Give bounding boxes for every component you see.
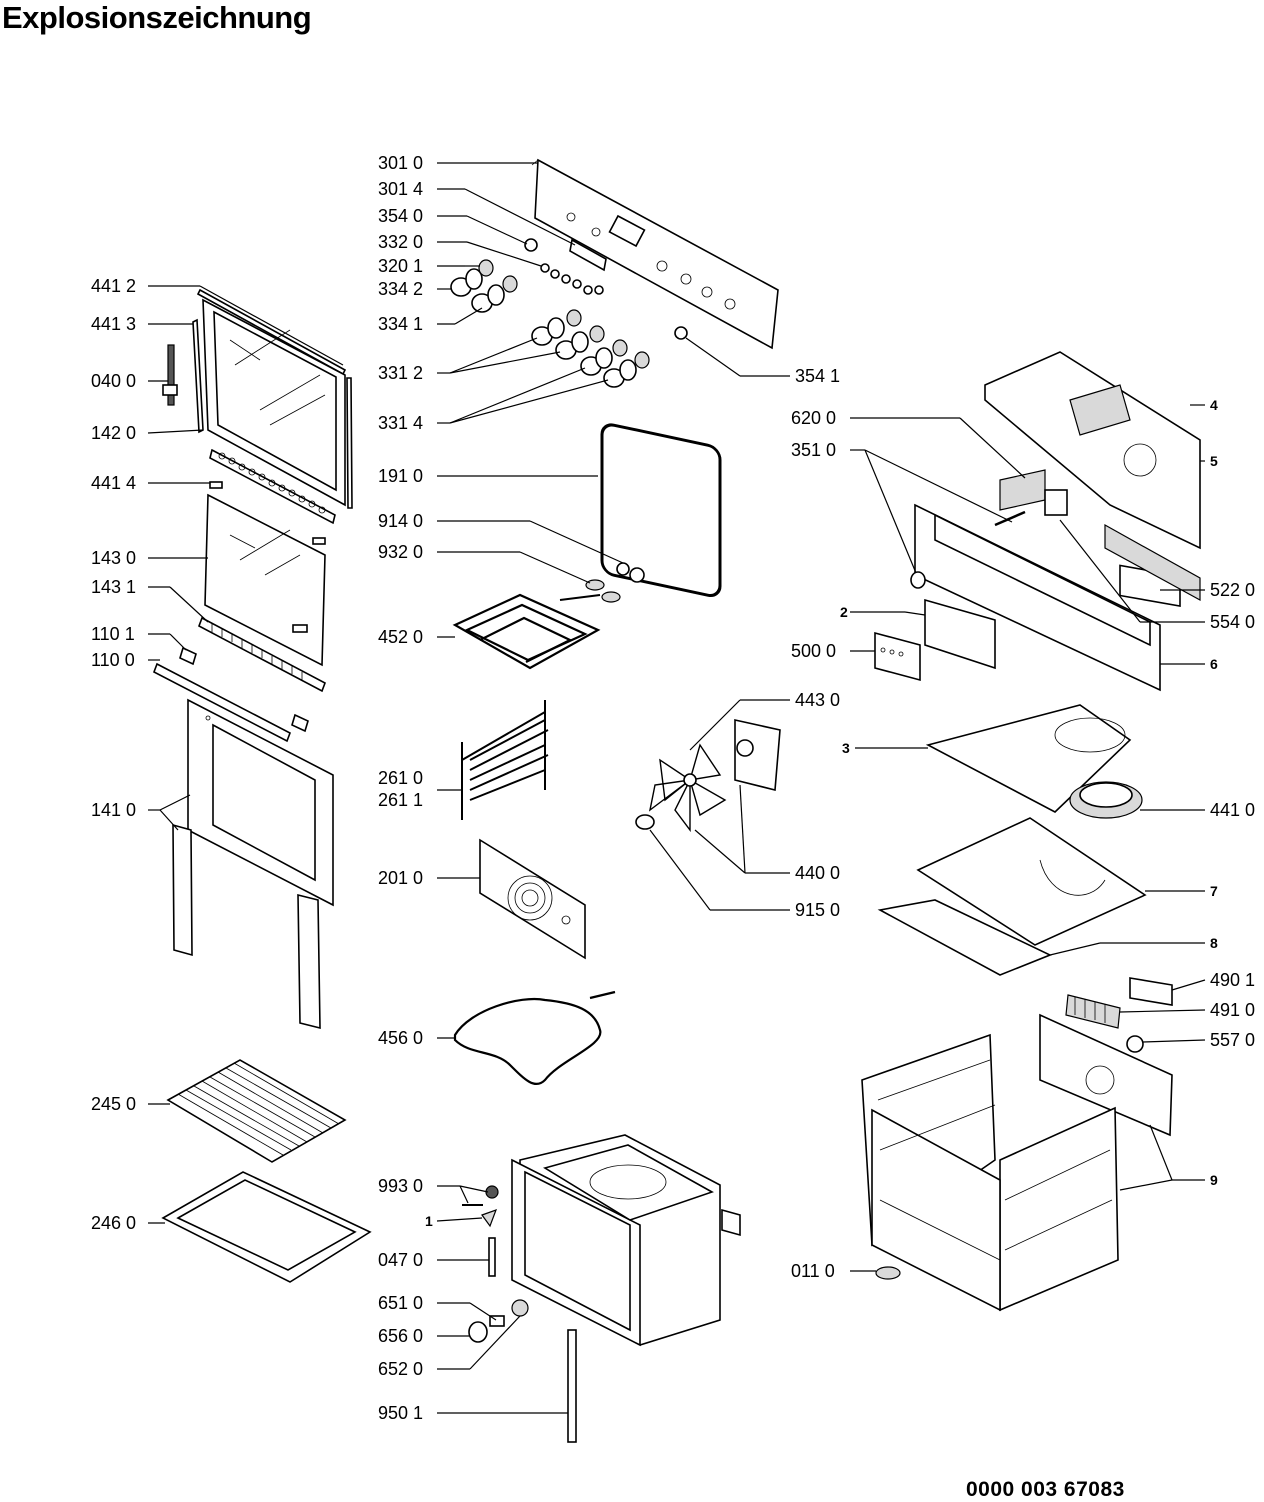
label-110-0: 110 0 xyxy=(91,650,135,670)
knob-cap-right-part xyxy=(674,326,688,340)
part-labels: 301 0 301 4 354 0 332 0 320 1 334 2 334 … xyxy=(91,153,1255,1423)
label-143-0: 143 0 xyxy=(91,548,136,568)
foot-part xyxy=(875,1266,901,1280)
small-hardware-parts xyxy=(462,1185,529,1343)
side-rack-part xyxy=(461,700,549,820)
clock-module-parts xyxy=(874,598,996,682)
label-456-0: 456 0 xyxy=(378,1028,423,1048)
label-354-1: 354 1 xyxy=(795,366,840,386)
label-950-1: 950 1 xyxy=(378,1403,423,1423)
label-191-0: 191 0 xyxy=(378,466,423,486)
label-331-4: 331 4 xyxy=(378,413,423,433)
terminal-parts xyxy=(1065,977,1173,1053)
label-651-0: 651 0 xyxy=(378,1293,423,1313)
label-334-1: 334 1 xyxy=(378,314,423,334)
label-441-0: 441 0 xyxy=(1210,800,1255,820)
label-7: 7 xyxy=(1210,883,1218,899)
inner-door-frame-part xyxy=(192,298,353,509)
bottom-plate-parts xyxy=(877,817,1147,976)
display-panel-part xyxy=(569,238,607,272)
cabinet-frame-part xyxy=(861,1013,1173,1312)
label-557-0: 557 0 xyxy=(1210,1030,1255,1050)
leader-lines xyxy=(147,162,1206,1414)
label-652-0: 652 0 xyxy=(378,1359,423,1379)
label-301-0: 301 0 xyxy=(378,153,423,173)
label-500-0: 500 0 xyxy=(791,641,836,661)
label-011-0: 011 0 xyxy=(791,1261,835,1281)
label-246-0: 246 0 xyxy=(91,1213,136,1233)
label-656-0: 656 0 xyxy=(378,1326,423,1346)
page-title: Explosionszeichnung xyxy=(2,0,312,35)
knobs-upper-part xyxy=(450,259,518,313)
label-522-0: 522 0 xyxy=(1210,580,1255,600)
circular-element-part xyxy=(1069,781,1143,819)
label-620-0: 620 0 xyxy=(791,408,836,428)
label-3: 3 xyxy=(842,740,850,756)
label-261-1: 261 1 xyxy=(378,790,423,810)
wire-shelf-part xyxy=(166,1059,347,1163)
label-201-0: 201 0 xyxy=(378,868,423,888)
control-panel-part xyxy=(531,158,779,350)
lower-element-part xyxy=(453,990,616,1086)
switch-thermostat-parts xyxy=(910,469,1068,589)
label-490-1: 490 1 xyxy=(1210,970,1255,990)
label-441-3: 441 3 xyxy=(91,314,136,334)
label-2: 2 xyxy=(840,604,848,620)
label-440-0: 440 0 xyxy=(795,863,840,883)
label-9: 9 xyxy=(1210,1172,1218,1188)
label-932-0: 932 0 xyxy=(378,542,423,562)
label-915-0: 915 0 xyxy=(795,900,840,920)
label-143-1: 143 1 xyxy=(91,577,136,597)
baking-tray-part xyxy=(161,1171,372,1283)
label-245-0: 245 0 xyxy=(91,1094,136,1114)
knob-cap-part xyxy=(524,238,538,252)
label-320-1: 320 1 xyxy=(378,256,423,276)
label-354-0: 354 0 xyxy=(378,206,423,226)
push-buttons-part xyxy=(540,263,604,295)
door-seal-part xyxy=(600,423,722,598)
oven-cavity-part xyxy=(511,1134,741,1347)
label-452-0: 452 0 xyxy=(378,627,423,647)
label-141-0: 141 0 xyxy=(91,800,136,820)
label-332-0: 332 0 xyxy=(378,232,423,252)
label-047-0: 047 0 xyxy=(378,1250,423,1270)
control-housing-part xyxy=(914,503,1201,692)
label-4: 4 xyxy=(1210,397,1218,413)
cover-plate-part xyxy=(925,704,1132,813)
label-261-0: 261 0 xyxy=(378,768,423,788)
label-5: 5 xyxy=(1210,453,1218,469)
label-301-4: 301 4 xyxy=(378,179,423,199)
label-554-0: 554 0 xyxy=(1210,612,1255,632)
glass-profile-part xyxy=(198,616,326,693)
label-443-0: 443 0 xyxy=(795,690,840,710)
top-cover-part xyxy=(984,351,1201,608)
label-1: 1 xyxy=(425,1213,433,1229)
label-993-0: 993 0 xyxy=(378,1176,423,1196)
label-331-2: 331 2 xyxy=(378,363,423,383)
label-110-1: 110 1 xyxy=(91,624,135,644)
hinge-part xyxy=(162,344,178,406)
outer-door-glass-part xyxy=(172,698,334,1030)
label-040-0: 040 0 xyxy=(91,371,136,391)
label-6: 6 xyxy=(1210,656,1218,672)
label-914-0: 914 0 xyxy=(378,511,423,531)
fan-assembly-parts xyxy=(635,719,781,833)
label-334-2: 334 2 xyxy=(378,279,423,299)
door-handle-part xyxy=(153,646,309,743)
label-351-0: 351 0 xyxy=(791,440,836,460)
label-441-2: 441 2 xyxy=(91,276,136,296)
grill-element-part xyxy=(452,593,601,670)
seal-strip-part xyxy=(567,1329,577,1443)
label-142-0: 142 0 xyxy=(91,423,136,443)
label-441-4: 441 4 xyxy=(91,473,136,493)
label-491-0: 491 0 xyxy=(1210,1000,1255,1020)
vent-strip-part xyxy=(209,448,336,545)
inner-glass-part xyxy=(204,493,326,667)
fan-cover-part xyxy=(479,838,586,960)
document-number: 0000 003 67083 xyxy=(966,1478,1125,1501)
label-8: 8 xyxy=(1210,935,1218,951)
knobs-lower-part xyxy=(531,309,650,388)
